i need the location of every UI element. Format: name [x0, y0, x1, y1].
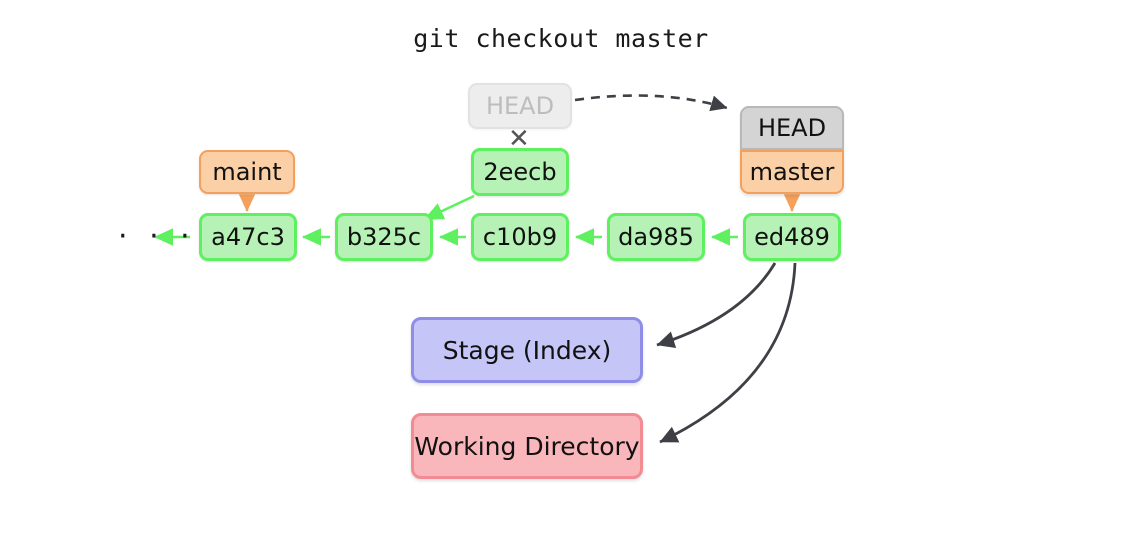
stage-index-label: Stage (Index)	[442, 335, 612, 365]
commit-node-a47c3[interactable]: a47c3	[199, 213, 297, 261]
head-label-current-text: HEAD	[757, 114, 827, 142]
commit-label-da985: da985	[618, 223, 694, 251]
arrow-ed489-working	[659, 262, 797, 444]
commit-node-c10b9[interactable]: c10b9	[471, 213, 569, 261]
branch-label-master-text: master	[749, 158, 835, 186]
head-label-previous: HEAD	[468, 83, 572, 129]
commit-node-ed489[interactable]: ed489	[743, 213, 841, 261]
commit-label-ed489: ed489	[754, 223, 830, 251]
history-ellipsis: · · ·	[118, 219, 196, 254]
branch-label-maint[interactable]: maint	[199, 150, 295, 194]
head-detach-x-icon: ✕	[508, 124, 530, 154]
commit-node-da985[interactable]: da985	[607, 213, 705, 261]
commit-label-2eecb: 2eecb	[483, 158, 557, 186]
head-label-current[interactable]: HEAD	[740, 106, 844, 150]
commit-label-a47c3: a47c3	[211, 223, 285, 251]
head-label-previous-text: HEAD	[485, 92, 555, 120]
arrow-head-move	[574, 94, 728, 112]
commit-label-b325c: b325c	[346, 223, 422, 251]
commit-node-2eecb[interactable]: 2eecb	[471, 148, 569, 196]
commit-label-c10b9: c10b9	[482, 223, 558, 251]
branch-label-maint-text: maint	[212, 158, 282, 186]
arrow-2eecb-b325c	[424, 194, 475, 221]
arrow-ed489-stage	[656, 262, 777, 349]
stage-index-box[interactable]: Stage (Index)	[411, 317, 643, 383]
commit-node-b325c[interactable]: b325c	[335, 213, 433, 261]
working-directory-label: Working Directory	[414, 431, 640, 461]
working-directory-box[interactable]: Working Directory	[411, 413, 643, 479]
branch-label-master[interactable]: master	[740, 150, 844, 194]
page-title: git checkout master	[413, 24, 709, 53]
